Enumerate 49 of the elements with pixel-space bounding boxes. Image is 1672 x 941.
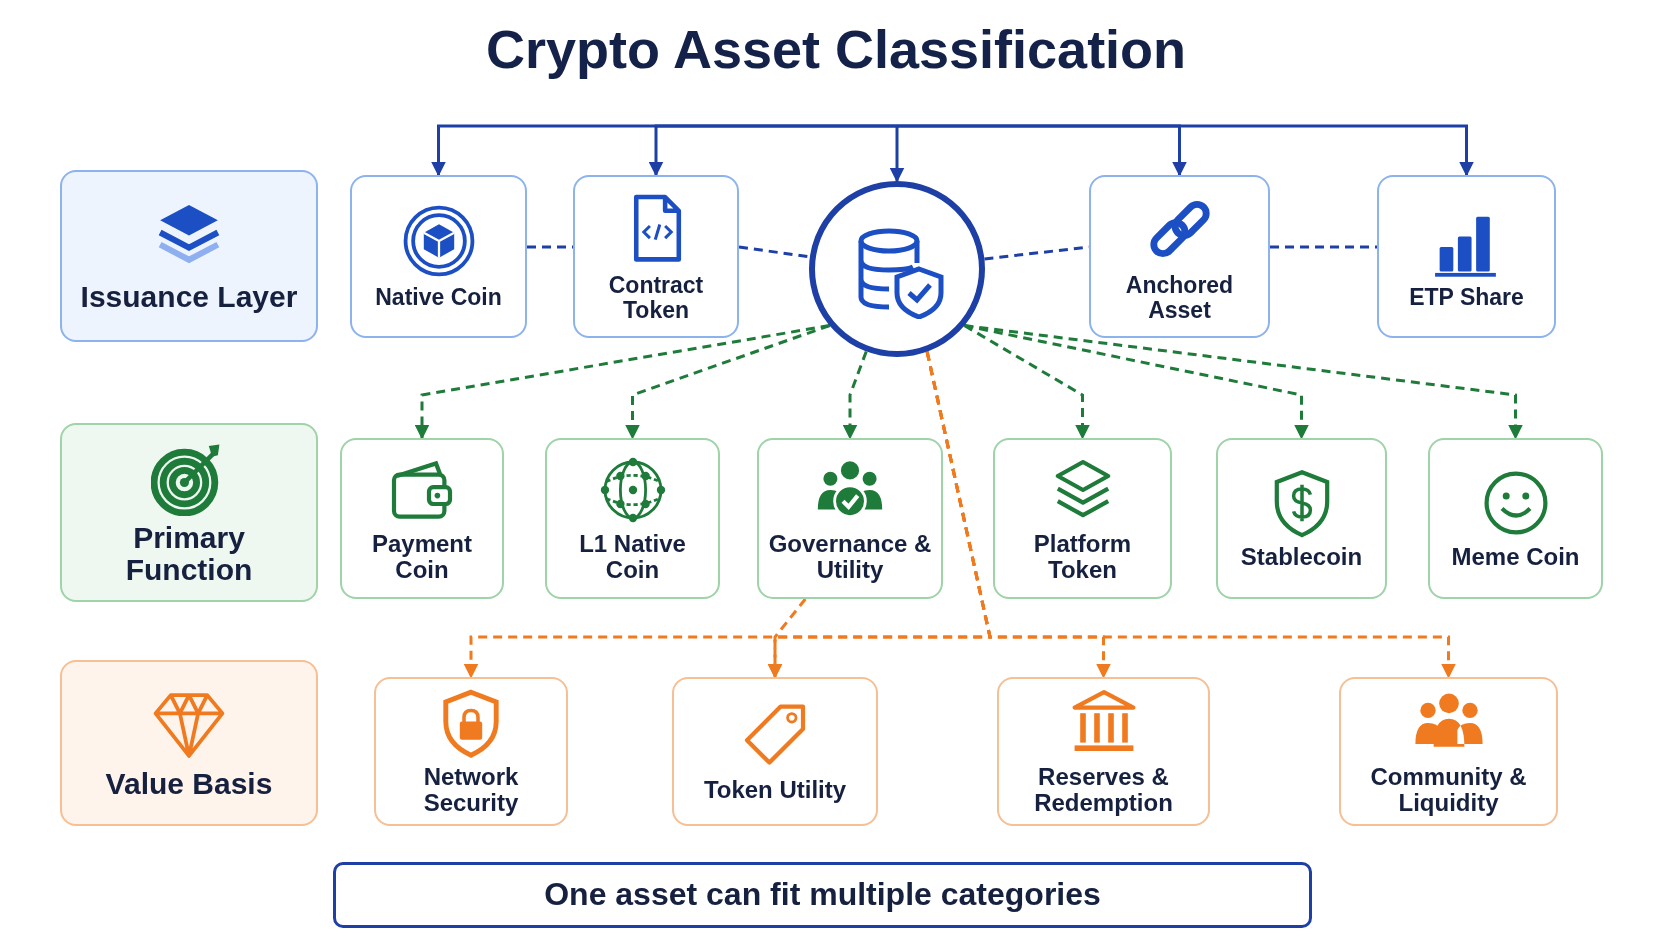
category-card	[672, 677, 878, 826]
node-label: Stablecoin	[1239, 543, 1364, 570]
arrow	[925, 351, 1456, 679]
category-heading: Value Basis	[104, 768, 274, 800]
arrow	[625, 324, 831, 440]
node-label: Contract Token	[607, 273, 705, 322]
arrow	[767, 598, 807, 679]
category-header-card	[60, 170, 318, 342]
category-card	[350, 175, 527, 338]
category-header-card	[60, 660, 318, 826]
arrow	[889, 124, 905, 183]
category-card	[993, 438, 1172, 599]
node-label: L1 Native Coin	[578, 531, 687, 582]
category-card	[997, 677, 1210, 826]
category-card	[757, 438, 943, 599]
node-label: Anchored Asset	[1124, 273, 1235, 322]
category-heading: Issuance Layer	[79, 281, 299, 313]
note-banner	[333, 862, 1312, 928]
category-card	[1089, 175, 1270, 338]
node-label: One asset can fit multiple categories	[543, 878, 1102, 912]
category-card	[545, 438, 720, 599]
arrow	[842, 350, 868, 440]
node-label: Reserves & Redemption	[1033, 764, 1174, 815]
node-label: ETP Share	[1408, 285, 1525, 310]
node-label: Platform Token	[1032, 531, 1133, 582]
node-label: Network Security	[422, 764, 520, 815]
category-card	[1428, 438, 1603, 599]
connector-line	[1270, 245, 1377, 249]
category-card	[374, 677, 568, 826]
node-label: Governance & Utility	[767, 531, 933, 582]
arrow	[648, 124, 897, 177]
arrow	[963, 324, 1090, 440]
category-heading: Primary Function	[124, 522, 254, 585]
arrow	[897, 124, 1474, 177]
arrow	[414, 324, 830, 440]
title: Crypto Asset Classification	[485, 18, 1187, 80]
node-label: Payment Coin	[370, 531, 473, 582]
node-label: Community & Liquidity	[1369, 764, 1528, 815]
category-card	[1216, 438, 1387, 599]
arrow	[964, 324, 1523, 440]
category-card	[340, 438, 504, 599]
node-label: Token Utility	[702, 776, 848, 803]
node-label: Native Coin	[374, 285, 503, 310]
category-header-card	[60, 423, 318, 602]
category-card	[1377, 175, 1556, 338]
category-card	[573, 175, 739, 338]
node-label: Meme Coin	[1450, 543, 1581, 570]
category-card	[1339, 677, 1558, 826]
arrow	[964, 324, 1309, 440]
